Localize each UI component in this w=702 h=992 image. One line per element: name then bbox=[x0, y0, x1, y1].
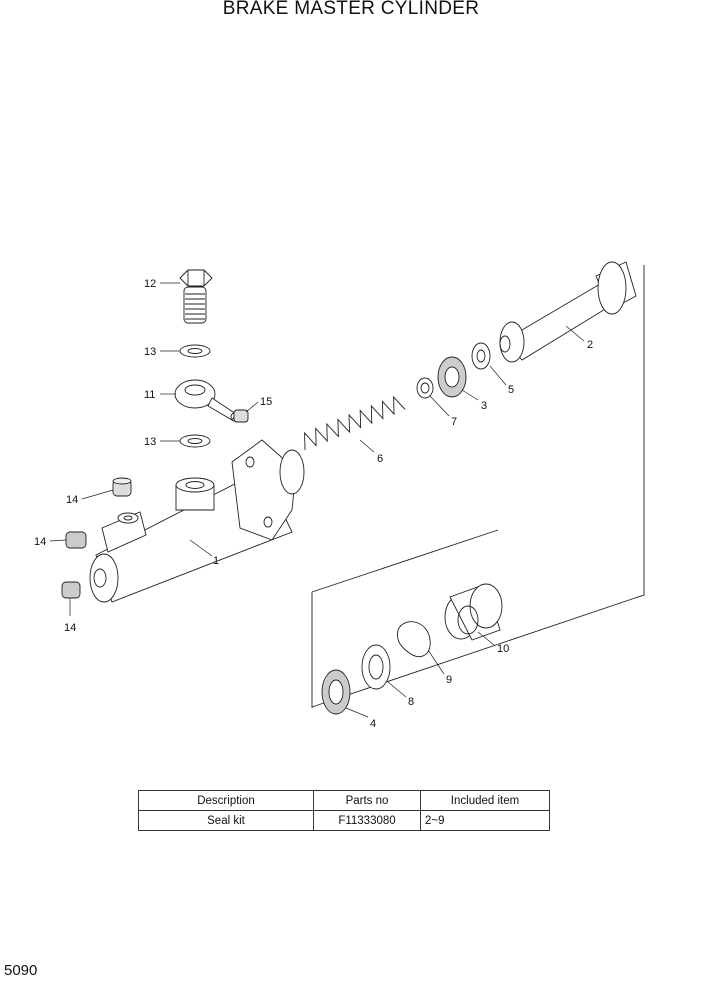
cylinder-body-part-1 bbox=[89, 439, 305, 603]
leader-lines bbox=[49, 282, 585, 718]
banjo-fitting-part-11 bbox=[174, 379, 238, 422]
plug-part-14-middle bbox=[65, 531, 87, 549]
callout-13-upper: 13 bbox=[144, 346, 156, 358]
callout-6: 6 bbox=[377, 453, 383, 465]
plug-part-14-lower bbox=[61, 581, 81, 599]
callout-13-lower: 13 bbox=[144, 436, 156, 448]
callout-1: 1 bbox=[213, 555, 219, 567]
sleeve-part-10 bbox=[444, 583, 503, 641]
panel-outline-bottom-top bbox=[311, 529, 499, 593]
bolt-part-12 bbox=[179, 269, 213, 324]
table-header-included-item: Included item bbox=[420, 790, 550, 811]
table-cell-description: Seal kit bbox=[138, 810, 314, 831]
callout-12: 12 bbox=[144, 278, 156, 290]
seal-part-3 bbox=[437, 356, 467, 398]
spring-part-6 bbox=[304, 395, 406, 451]
callout-4: 4 bbox=[370, 718, 376, 730]
table-header-description: Description bbox=[138, 790, 314, 811]
filter-part-15 bbox=[233, 409, 249, 423]
page-number: 5090 bbox=[4, 962, 38, 979]
callout-5: 5 bbox=[508, 384, 514, 396]
callout-15: 15 bbox=[260, 396, 272, 408]
washer-part-5 bbox=[471, 342, 491, 370]
washer-part-13-upper bbox=[179, 344, 211, 358]
table-row: Seal kit F11333080 2~9 bbox=[138, 810, 550, 831]
callout-7: 7 bbox=[451, 416, 457, 428]
piston-part-2 bbox=[499, 261, 637, 363]
ring-part-7 bbox=[416, 377, 434, 399]
table-header-parts-no: Parts no bbox=[313, 790, 421, 811]
callout-2: 2 bbox=[587, 339, 593, 351]
washer-part-13-lower bbox=[179, 434, 211, 448]
parts-table: Description Parts no Included item Seal … bbox=[138, 790, 550, 831]
table-cell-parts-no: F11333080 bbox=[313, 810, 421, 831]
callout-14-lower: 14 bbox=[64, 622, 76, 634]
callout-14-upper: 14 bbox=[66, 494, 78, 506]
page-title: BRAKE MASTER CYLINDER bbox=[222, 0, 480, 19]
callout-11: 11 bbox=[144, 389, 155, 401]
clip-part-9 bbox=[397, 621, 431, 658]
plug-part-14-upper bbox=[112, 477, 132, 497]
callout-10: 10 bbox=[497, 643, 509, 655]
washer-part-8 bbox=[361, 644, 391, 690]
callout-9: 9 bbox=[446, 674, 452, 686]
table-header-row: Description Parts no Included item bbox=[138, 790, 550, 811]
callout-8: 8 bbox=[408, 696, 414, 708]
table-cell-included-item: 2~9 bbox=[420, 810, 550, 831]
panel-outline-top bbox=[311, 265, 645, 708]
callout-3: 3 bbox=[481, 400, 487, 412]
callout-14-middle: 14 bbox=[34, 536, 46, 548]
seal-part-4 bbox=[321, 669, 351, 715]
